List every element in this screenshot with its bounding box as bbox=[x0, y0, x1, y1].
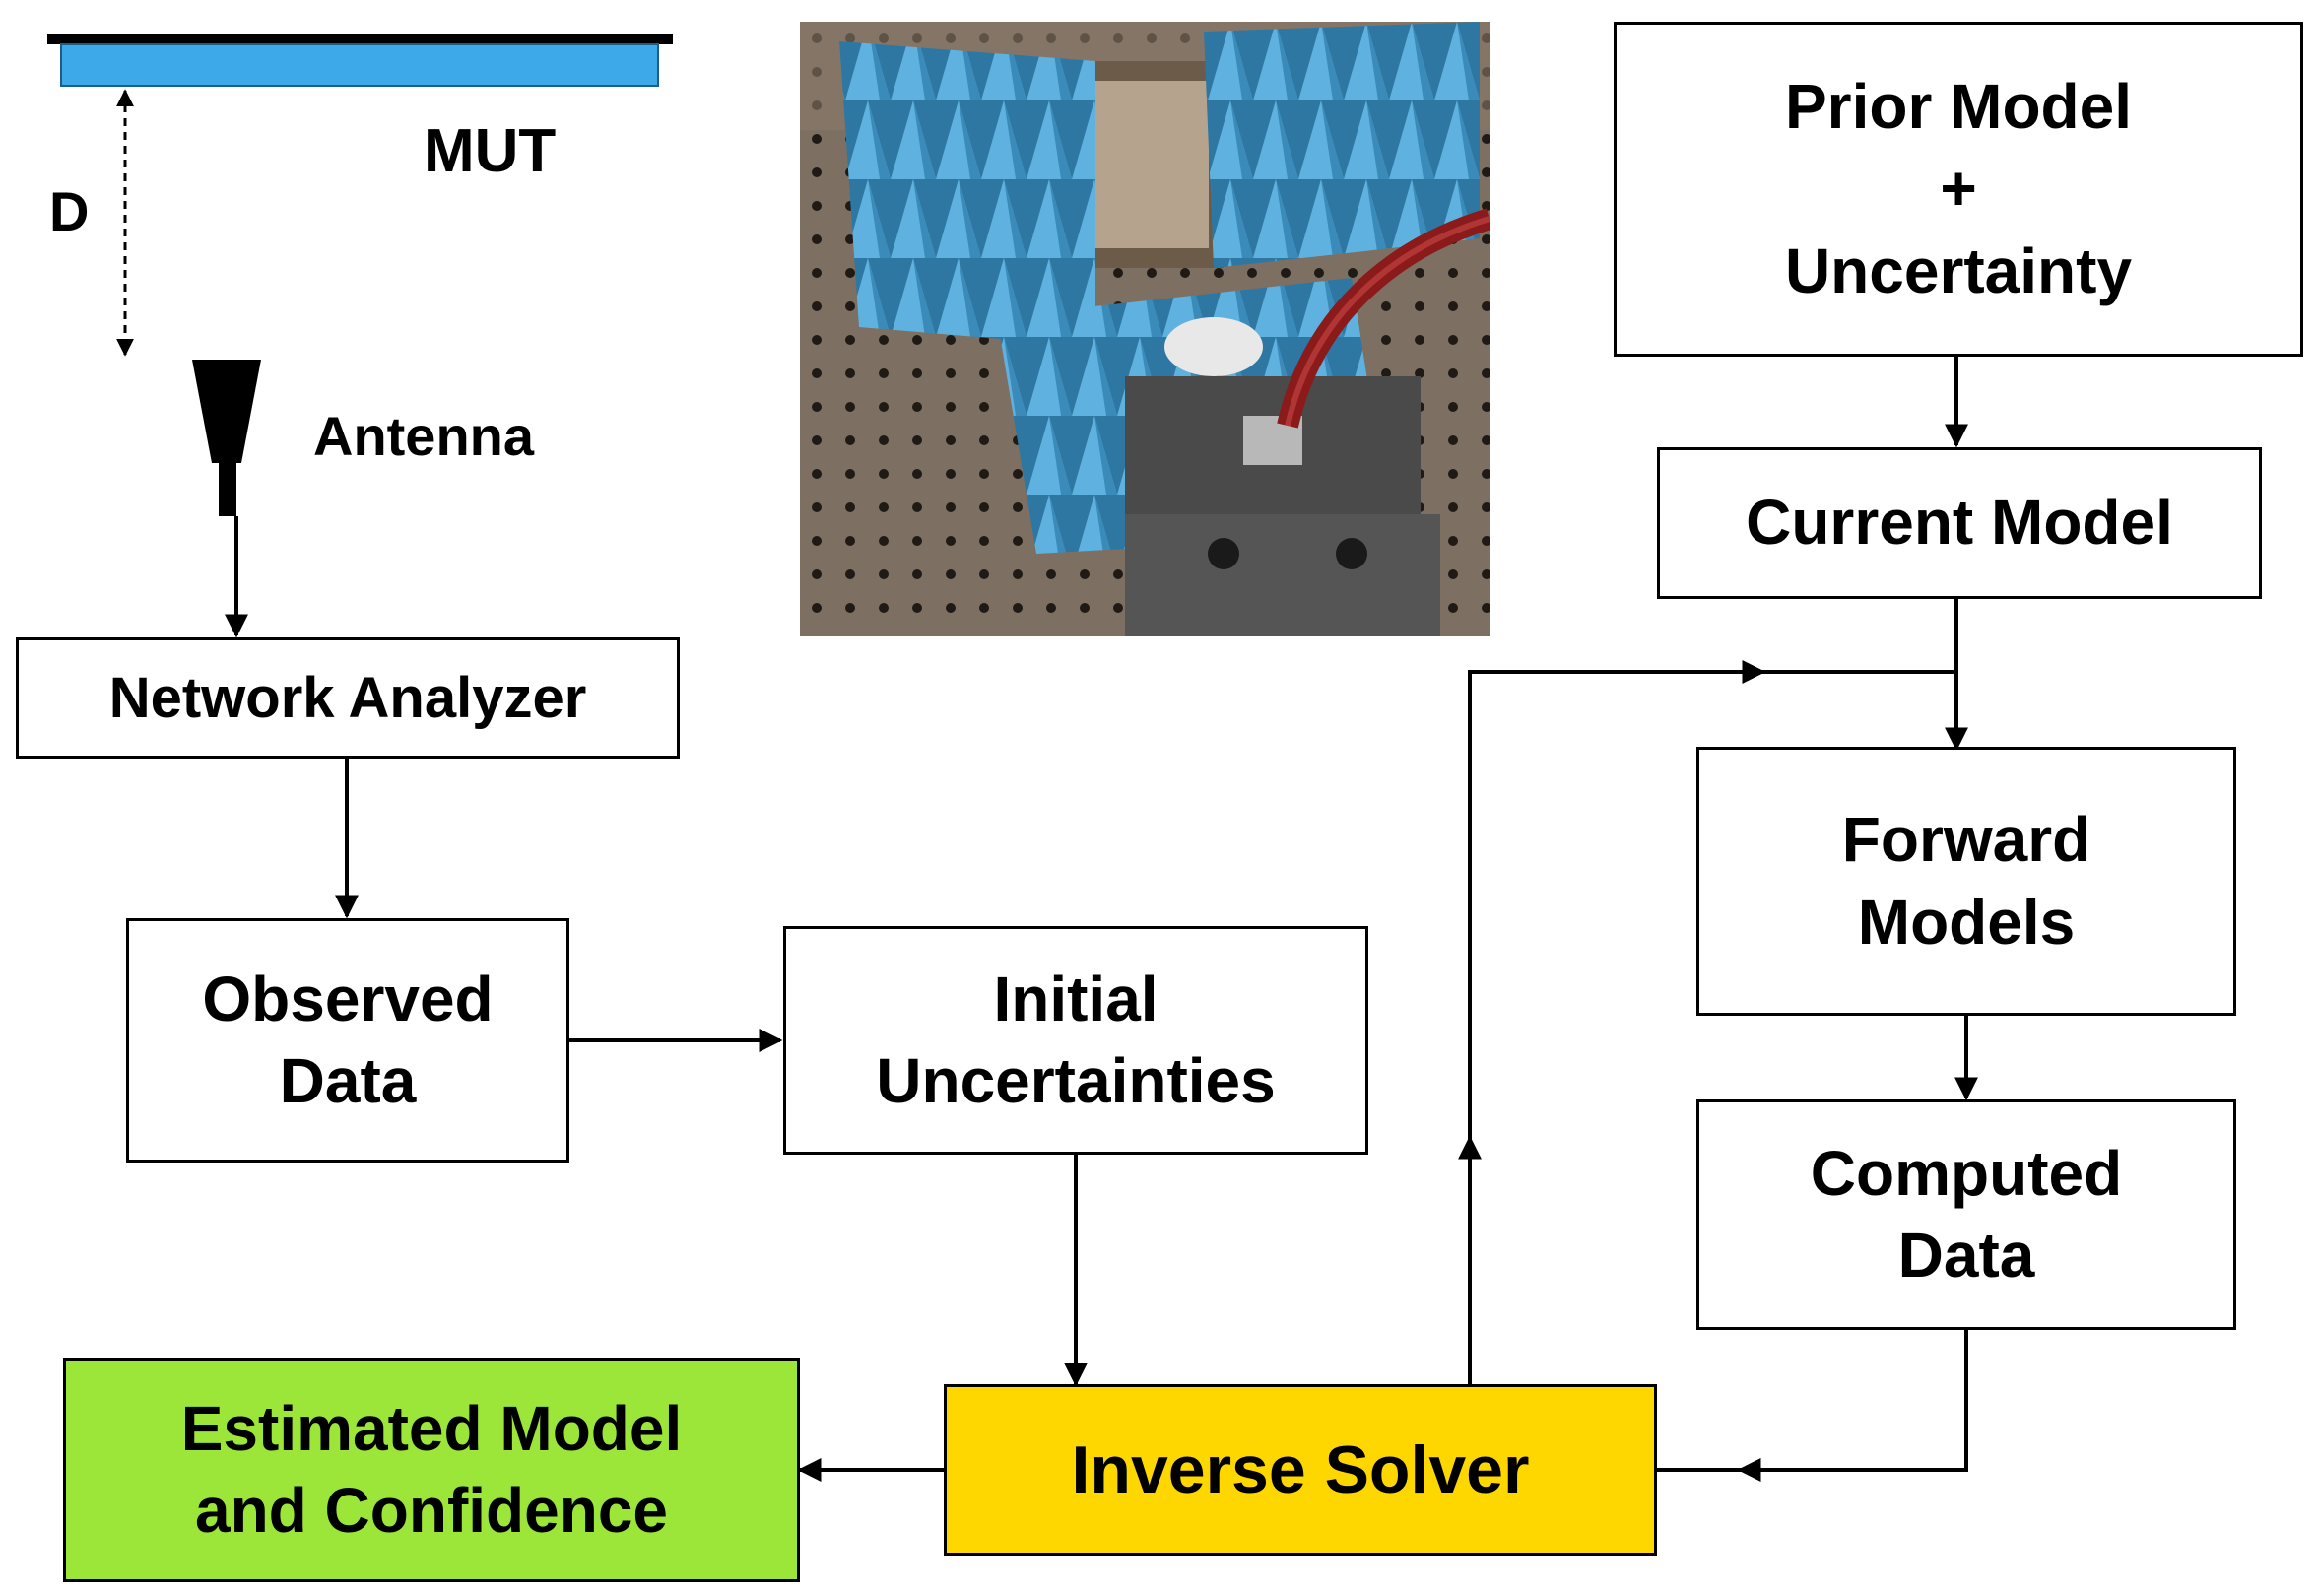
computed-data-box: Computed Data bbox=[1696, 1099, 2236, 1330]
observed-data-box: Observed Data bbox=[126, 918, 569, 1163]
antenna-icon bbox=[192, 360, 261, 463]
current-model-box: Current Model bbox=[1657, 447, 2262, 599]
mut-slab bbox=[60, 43, 659, 87]
inverse-solver-box: Inverse Solver bbox=[944, 1384, 1657, 1556]
measurement-setup-photo bbox=[800, 22, 1490, 636]
prior-model-box: Prior Model + Uncertainty bbox=[1614, 22, 2303, 357]
estimated-model-box: Estimated Model and Confidence bbox=[63, 1358, 800, 1582]
antenna-feed bbox=[219, 461, 236, 516]
network-analyzer-box: Network Analyzer bbox=[16, 637, 680, 759]
mut-label: MUT bbox=[424, 117, 557, 185]
forward-models-box: Forward Models bbox=[1696, 747, 2236, 1016]
distance-label: D bbox=[49, 180, 90, 242]
initial-uncertainties-box: Initial Uncertainties bbox=[783, 926, 1368, 1155]
arrow-computed-to-solver bbox=[1657, 1330, 1968, 1472]
antenna-label: Antenna bbox=[313, 405, 534, 467]
